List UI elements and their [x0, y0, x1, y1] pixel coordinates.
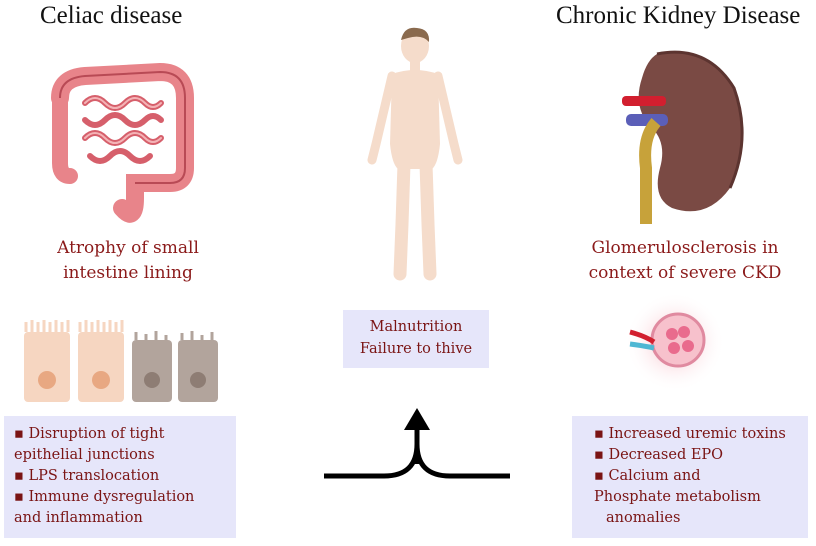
list-item: ▪ Decreased EPO: [594, 447, 724, 463]
outcome-box: Malnutrition Failure to thive: [343, 310, 489, 368]
ckd-effects-list: ▪ Increased uremic toxins ▪ Decreased EP…: [594, 424, 808, 529]
intestine-illustration: [40, 58, 200, 228]
outcome-line1: Malnutrition: [369, 319, 463, 335]
human-figure-illustration: [360, 24, 470, 284]
ckd-caption: Glomerulosclerosis in context of severe …: [570, 236, 800, 286]
list-item: anomalies: [606, 510, 681, 526]
celiac-caption-line2: intestine lining: [63, 263, 193, 283]
ckd-caption-line1: Glomerulosclerosis in: [591, 238, 779, 258]
outcome-line2: Failure to thive: [359, 341, 473, 357]
list-item: and inflammation: [14, 510, 143, 526]
list-item: epithelial junctions: [14, 447, 155, 463]
celiac-caption: Atrophy of small intestine lining: [18, 236, 238, 286]
list-item: ▪ LPS translocation: [14, 468, 160, 484]
celiac-heading: Celiac disease: [40, 2, 183, 29]
list-item: ▪ Immune dysregulation: [14, 489, 195, 505]
ckd-heading: Chronic Kidney Disease: [556, 2, 801, 29]
celiac-effects-box: ▪ Disruption of tight epithelial junctio…: [4, 416, 236, 538]
list-item: ▪ Disruption of tight: [14, 426, 165, 442]
epithelial-cells-illustration: [22, 318, 222, 404]
glomerulus-illustration: [620, 292, 730, 392]
list-item: Phosphate metabolism: [594, 489, 761, 505]
celiac-caption-line1: Atrophy of small: [57, 238, 199, 258]
ckd-caption-line2: context of severe CKD: [588, 263, 782, 283]
ckd-effects-box: ▪ Increased uremic toxins ▪ Decreased EP…: [572, 416, 808, 538]
celiac-effects-list: ▪ Disruption of tight epithelial junctio…: [14, 424, 236, 529]
list-item: ▪ Increased uremic toxins: [594, 426, 786, 442]
list-item: ▪ Calcium and: [594, 468, 701, 484]
kidney-illustration: [612, 48, 762, 228]
merging-arrow-icon: [324, 404, 510, 484]
